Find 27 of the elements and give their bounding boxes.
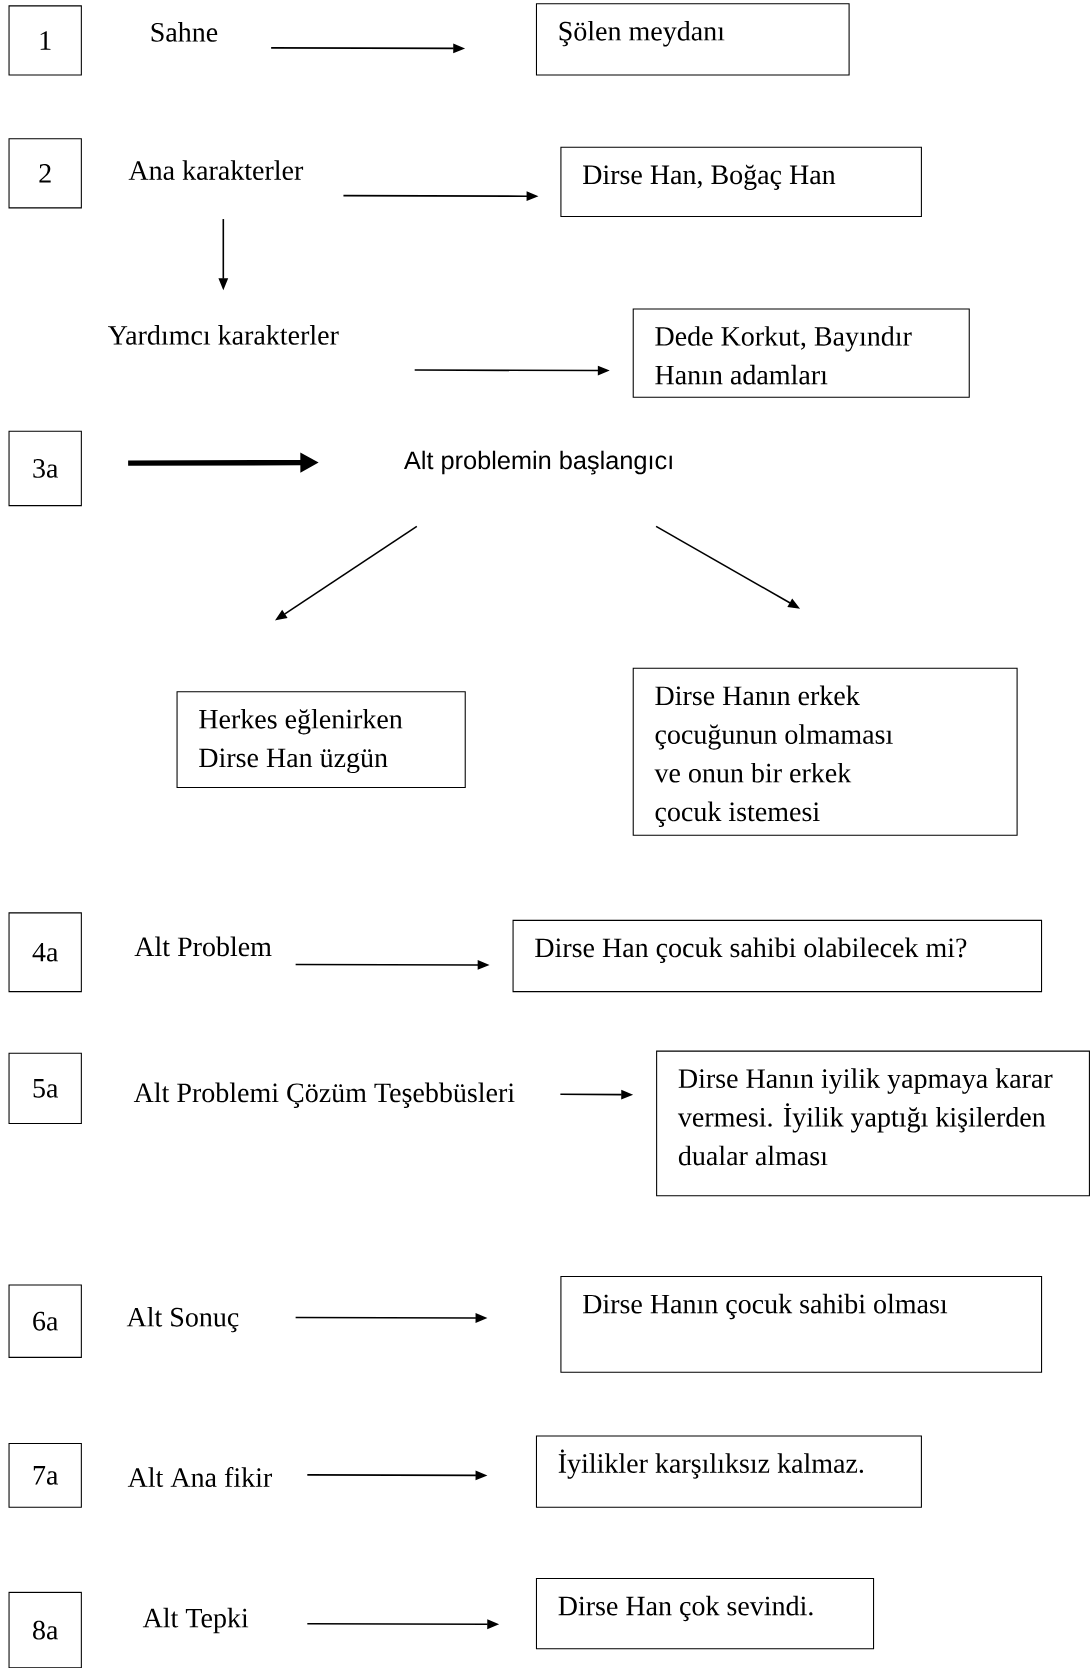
text-box: Dirse Han çocuk sahibi olabilecek mi? <box>512 919 1043 993</box>
number-box: 1 <box>8 5 82 76</box>
number-box: 4a <box>8 912 82 993</box>
text-box: Şölen meydanı <box>535 3 850 76</box>
number-box: 2 <box>8 138 82 209</box>
label-text: Yardımcı karakterler <box>108 325 339 345</box>
number-box: 6a <box>8 1284 82 1358</box>
number-box: 8a <box>8 1591 82 1668</box>
text-box: Dirse Hanın çocuk sahibi olması <box>560 1276 1043 1373</box>
text-box: Dirse Han, Boğaç Han <box>560 146 922 217</box>
text-box: Dede Korkut, Bayındır Hanın adamları <box>632 308 970 398</box>
text-box: İyilikler karşılıksız kalmaz. <box>535 1435 922 1508</box>
text-box: Dirse Hanın erkek çocuğunun olmaması ve onun bir erkek çocuk istemesi <box>632 667 1018 836</box>
label-text: Ana karakterler <box>128 160 304 180</box>
text-box: Herkes eğlenirken Dirse Han üzgün <box>176 691 466 788</box>
text-box: Dirse Han çok sevindi. <box>535 1578 875 1650</box>
label-text: Sahne <box>151 22 218 42</box>
label-text: Alt problemin başlangıcı <box>404 450 672 475</box>
number-box: 5a <box>8 1052 82 1124</box>
label-text: Alt Problem <box>134 936 272 957</box>
text-box: Dirse Hanın iyilik yapmaya karar vermesi. İyilik yaptığı kişilerden dualar alması <box>656 1050 1090 1197</box>
number-box: 7a <box>8 1443 82 1508</box>
number-box: 3a <box>8 430 82 507</box>
label-text: Alt Problemi Çözüm Teşebbüsleri <box>133 1082 515 1108</box>
label-text: Alt Tepki <box>142 1607 249 1634</box>
label-text: Alt Ana fikir <box>127 1467 272 1487</box>
label-text: Alt Sonuç <box>126 1306 239 1333</box>
